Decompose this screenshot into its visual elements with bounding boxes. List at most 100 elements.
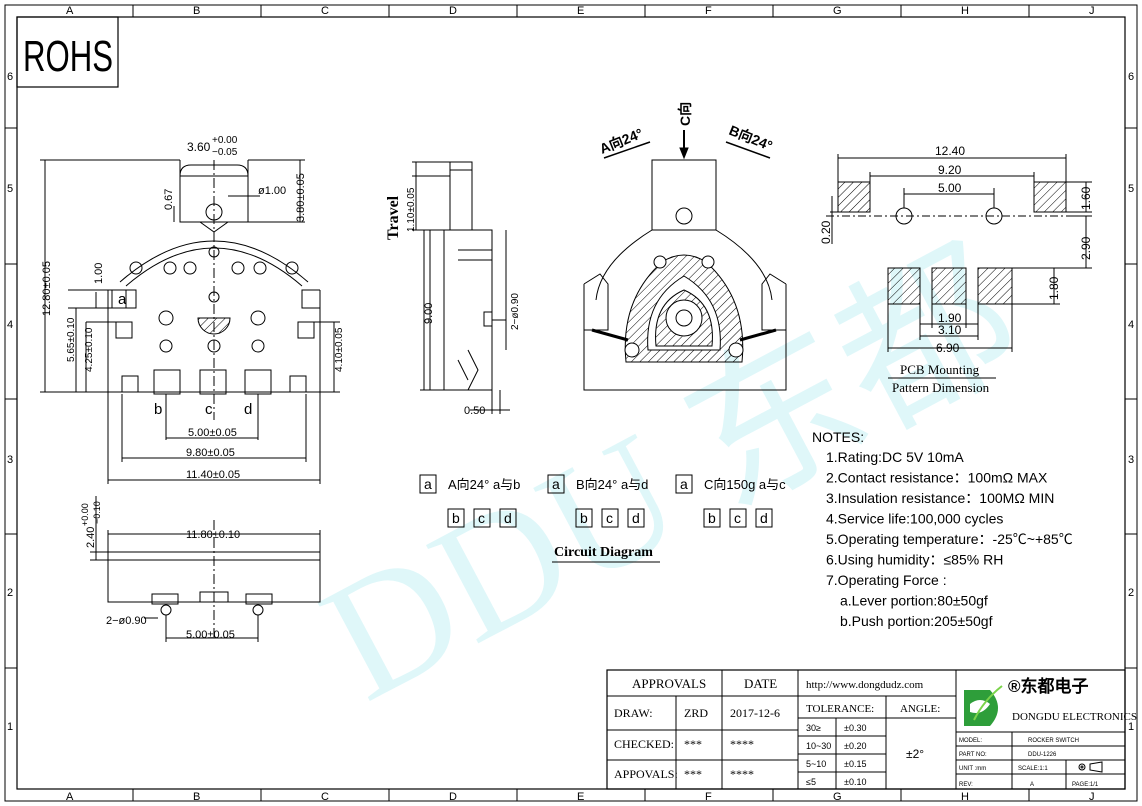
dim-pin: 2−ø0.90 [510,293,521,330]
frame-row-label-right: 5 [1128,183,1134,195]
frame-col-label-bottom: H [961,791,969,803]
title-block-text: APPROVALS DATE DRAW: ZRD 2017-12-6 CHECK… [614,676,1137,788]
circuit-pin-d: d [632,510,640,526]
dim-top-tol-plus: +0.00 [212,135,238,146]
note-item: 4.Service life:100,000 cycles [826,511,1003,527]
travel-label: Travel [385,195,402,240]
pcb-title-1: PCB Mounting [900,362,980,377]
frame-row-label-right: 6 [1128,71,1134,83]
circuit-pin-box [601,508,619,528]
pcb-dim-180: 1.80 [1047,276,1061,300]
circuit-pin-c: c [606,510,613,526]
dim-1280: 12.80±0.05 [41,261,53,316]
bottom-dim-pin: 2−ø0.90 [106,615,147,627]
bottom-view-dimensions: 2.40 +0.00 −0.10 11.80±0.10 2−ø0.90 5.00… [80,501,240,641]
dim-380: 3.80±0.05 [295,173,307,222]
frame-col-label-bottom: J [1089,791,1095,803]
model-value: ROCKER SWITCH [1028,738,1079,744]
title-block [606,669,1126,790]
frame-col-label-bottom: F [705,791,712,803]
tol-value-2: ±0.20 [844,741,866,751]
projection-symbol-icon [1078,761,1103,773]
approvals-who: *** [684,767,702,781]
frame-row-label-right: 3 [1128,454,1134,466]
dir-c-label: C向 [677,102,693,126]
tol-range-2: 10~30 [806,741,831,751]
checked-label: CHECKED: [614,737,674,751]
rohs-label: ROHS [23,32,113,81]
circuit-pin-b: b [452,510,460,526]
dim-900: 9.00 [423,303,435,324]
circuit-pin-box [473,508,491,528]
checked-date: **** [730,737,754,751]
frame-col-label-bottom: B [193,791,200,803]
frame-row-label-right: 2 [1128,587,1134,599]
note-item: b.Push portion:205±50gf [840,613,993,629]
part-label: PART NO: [959,752,987,758]
pcb-dim-020: 0.20 [819,220,833,244]
checked-who: *** [684,737,702,751]
circuit-pin-box [447,508,465,528]
angle-header: ANGLE: [900,703,940,715]
dim-100: 1.00 [93,263,105,284]
frame-col-label-top: B [193,5,200,17]
tol-value-3: ±0.15 [844,759,866,769]
pcb-dim-690: 6.90 [936,341,960,355]
dim-top-tol-minus: −0.05 [212,147,238,158]
pcb-title-2: Pattern Dimension [892,380,990,395]
dim-050: 0.50 [464,405,485,417]
note-item: 5.Operating temperature：-25℃~+85℃ [826,531,1073,547]
dir-b-label: B向24° [727,122,775,154]
dim-hole: ø1.00 [258,185,286,197]
frame-row-label-left: 1 [7,721,13,733]
frame-row-label-left: 2 [7,587,13,599]
circuit-pin-c: c [478,510,485,526]
pcb-dim-500: 5.00 [938,181,962,195]
tol-value-4: ±0.10 [844,777,866,787]
company-logo-icon [964,685,1003,726]
frame-col-label-bottom: C [321,791,329,803]
dim-425: 4.25±0.10 [84,327,95,372]
circuit-pin-box [575,508,593,528]
note-item: 1.Rating:DC 5V 10mA [826,449,964,465]
approvals-date: **** [730,767,754,781]
frame-row-label-right: 4 [1128,319,1134,331]
dim-410: 4.10±0.05 [334,327,345,372]
page-label: PAGE:1/1 [1072,782,1099,788]
internal-view [583,130,787,391]
dim-top-width: 3.60 [187,140,211,154]
rohs-box: ROHS [16,16,119,88]
pcb-dim-1240: 12.40 [935,144,965,158]
unit-label: UNIT :mm [959,766,986,772]
tol-value-1: ±0.30 [844,723,866,733]
pin-label-d: d [244,401,252,418]
company-cn: ®东都电子 [1008,676,1089,696]
note-item: a.Lever portion:80±50gf [840,593,988,609]
date-header: DATE [744,676,777,691]
pin-label-c: c [205,401,213,418]
angle-value: ±2° [906,747,924,761]
frame-row-label-right: 1 [1128,721,1134,733]
circuit-group-label: C向150g a与c [704,477,786,492]
frame-col-label-top: E [577,5,584,17]
pcb-dim-290: 2.90 [1079,236,1093,260]
circuit-pin-box [729,508,747,528]
pcb-dim-160: 1.60 [1079,186,1093,210]
front-view-dimensions: 3.60 +0.00 −0.05 ø1.00 0.67 3.80±0.05 12… [41,135,345,481]
circuit-head-pin: a [552,476,560,492]
pin-label-a: a [118,291,127,308]
frame-col-label-top: D [449,5,457,17]
circuit-pin-d: d [760,510,768,526]
note-item: 3.Insulation resistance：100MΩ MIN [826,490,1054,506]
pin-label-b: b [154,401,162,418]
note-item: 7.Operating Force : [826,572,947,588]
circuit-group-label: A向24° a与b [448,477,520,492]
circuit-head-pin: a [424,476,432,492]
sheet-frame [4,4,1138,802]
circuit-pin-b: b [708,510,716,526]
tol-range-4: ≤5 [806,777,816,787]
approvals-label: APPOVALS: [614,767,678,781]
pcb-dim-310: 3.10 [938,323,962,337]
pcb-dim-920: 9.20 [938,163,962,177]
